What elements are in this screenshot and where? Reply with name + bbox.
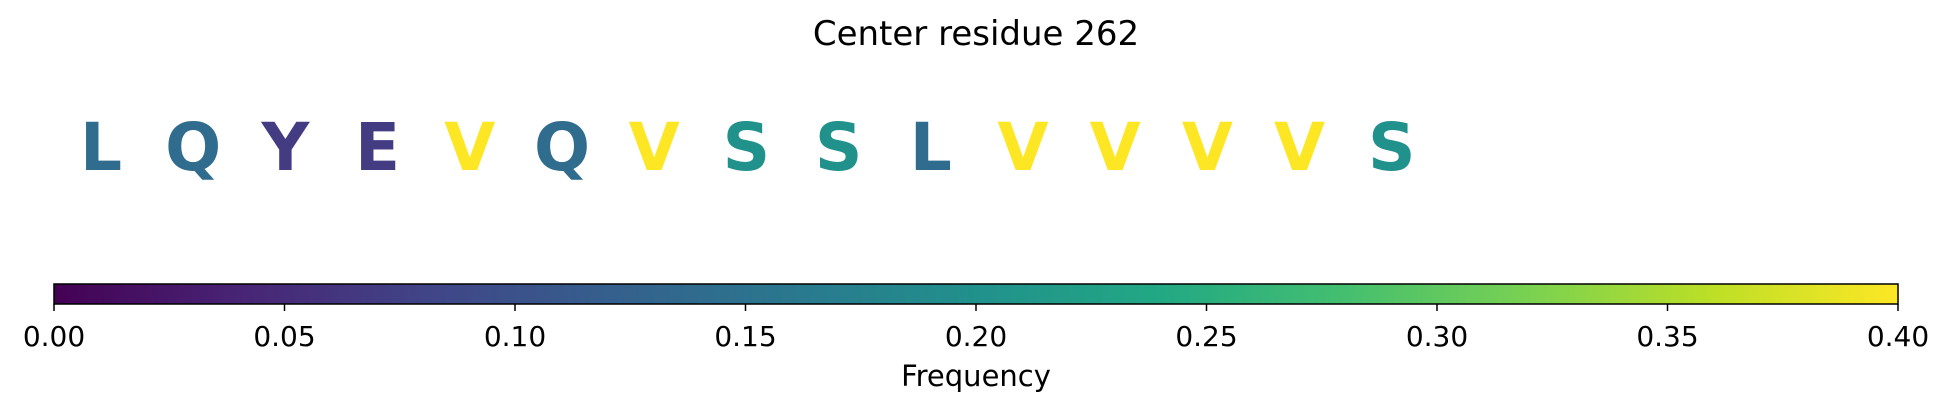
residue-letter: V xyxy=(1090,109,1141,186)
colorbar-tick-label: 0.25 xyxy=(1175,320,1237,353)
colorbar-label: Frequency xyxy=(901,359,1051,393)
residue-letter: V xyxy=(1274,109,1325,186)
colorbar-tick-label: 0.20 xyxy=(945,320,1007,353)
colorbar-gradient xyxy=(53,283,1899,305)
residue-letter: S xyxy=(1368,109,1416,186)
residue-letter: Q xyxy=(534,109,590,186)
residue-letter: V xyxy=(997,109,1048,186)
residue-letter: S xyxy=(723,109,771,186)
chart-title: Center residue 262 xyxy=(812,14,1140,54)
residue-letter: L xyxy=(80,109,122,186)
residue-letter: V xyxy=(629,109,680,186)
colorbar-tick-label: 0.15 xyxy=(714,320,776,353)
colorbar-tick-label: 0.05 xyxy=(253,320,315,353)
colorbar-tick-label: 0.35 xyxy=(1636,320,1698,353)
residue-letter: S xyxy=(815,109,863,186)
residue-letter: V xyxy=(444,109,495,186)
colorbar-tick-label: 0.00 xyxy=(23,320,85,353)
colorbar-tick-label: 0.40 xyxy=(1867,320,1929,353)
colorbar-tick-label: 0.10 xyxy=(484,320,546,353)
colorbar-tick-label: 0.30 xyxy=(1406,320,1468,353)
residue-letter: Y xyxy=(261,109,311,186)
residue-letter: E xyxy=(355,109,400,186)
residue-letter: Q xyxy=(165,109,221,186)
residue-letter: L xyxy=(910,109,952,186)
residue-letter: V xyxy=(1182,109,1233,186)
